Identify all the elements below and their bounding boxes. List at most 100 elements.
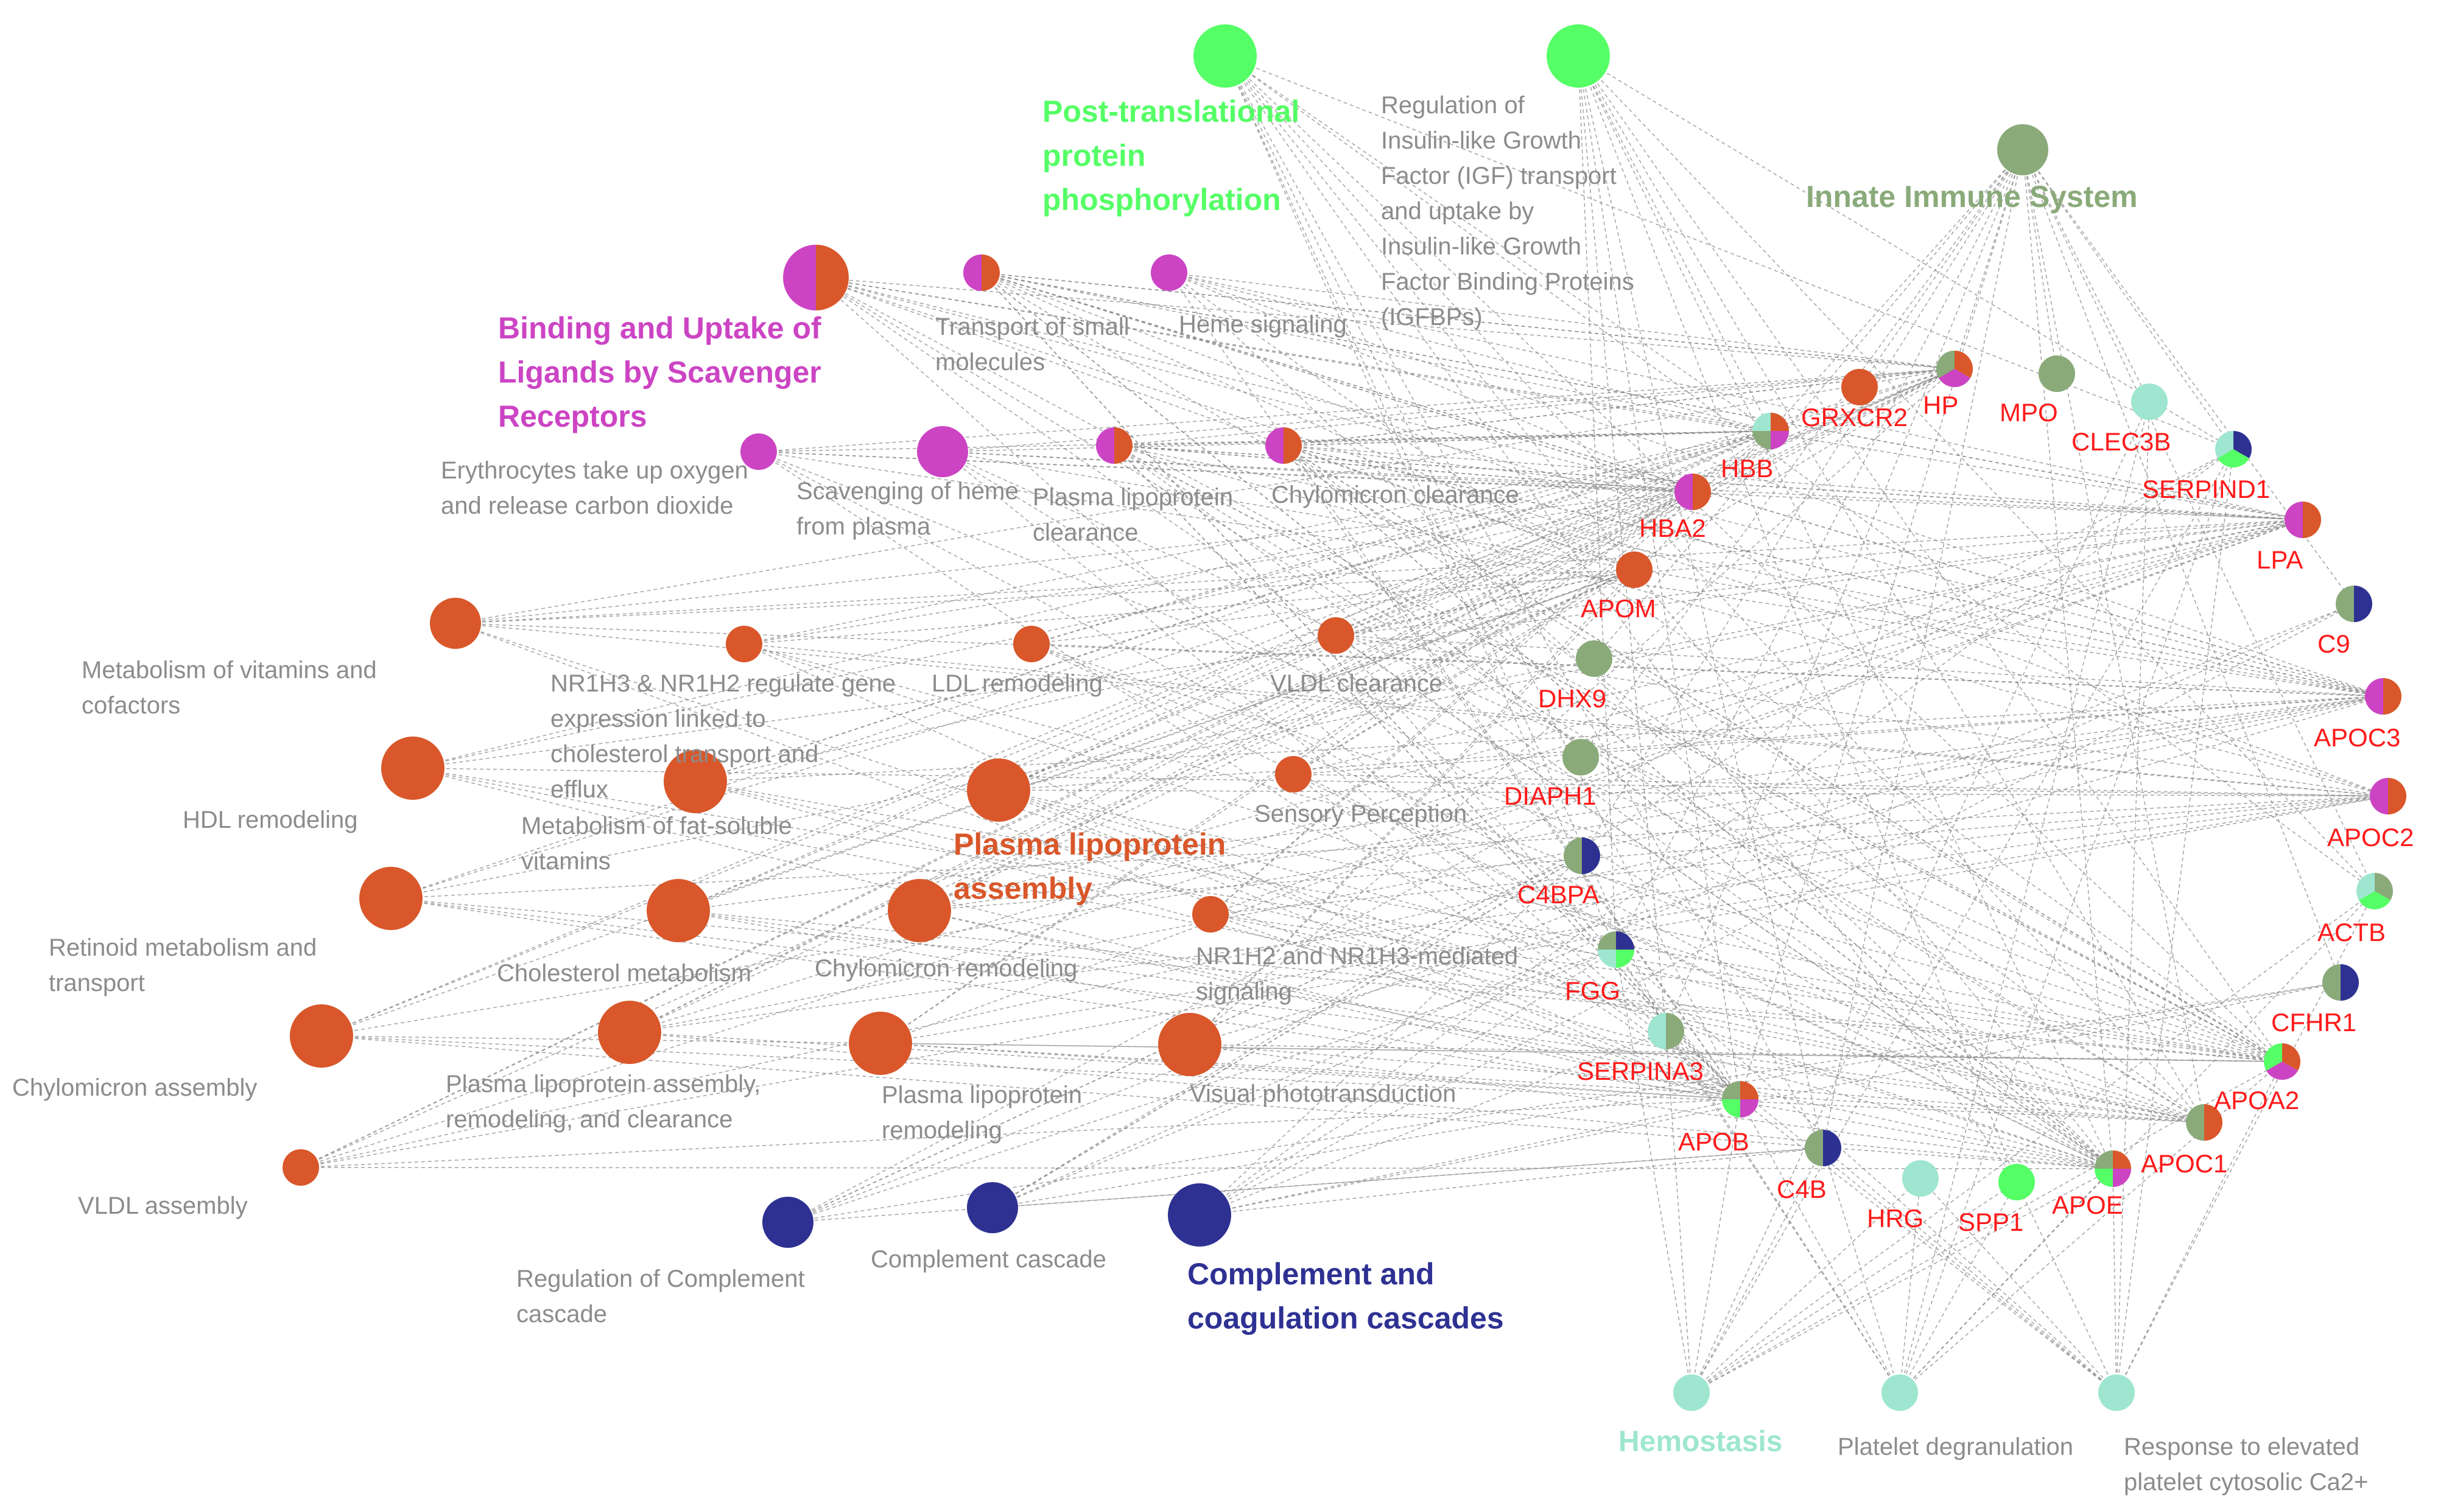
- gene-node-clec3b[interactable]: [2131, 383, 2168, 420]
- gene-node-apoc1[interactable]: [2186, 1104, 2222, 1141]
- pathway-node-transport-small[interactable]: [963, 254, 1000, 291]
- network-edge: [815, 277, 1771, 432]
- pathway-label-plp-arc: Plasma lipoprotein assembly,remodeling, …: [446, 1071, 761, 1133]
- gene-node-fgg[interactable]: [1598, 931, 1634, 968]
- network-edge: [1168, 272, 1693, 492]
- pathway-node-plp-remodeling[interactable]: [849, 1012, 912, 1075]
- gene-node-dhx9[interactable]: [1576, 640, 1612, 677]
- network-edge: [1199, 855, 1583, 1216]
- network-edge: [1031, 643, 2205, 1123]
- gene-node-c4b[interactable]: [1805, 1130, 1841, 1166]
- network-edge: [1665, 1031, 2117, 1393]
- gene-node-c4bpa-slice: [1582, 838, 1600, 874]
- gene-node-c9[interactable]: [2336, 586, 2372, 622]
- gene-node-lpa[interactable]: [2285, 502, 2321, 538]
- pathway-node-sensory[interactable]: [1275, 756, 1312, 793]
- pathway-node-plp-clearance[interactable]: [1096, 427, 1133, 464]
- pathway-node-erythrocytes[interactable]: [740, 433, 777, 470]
- gene-node-diaph1-fill: [1562, 739, 1599, 775]
- pathway-label-heme-signaling: Heme signaling: [1179, 311, 1347, 338]
- gene-node-actb[interactable]: [2356, 873, 2394, 909]
- pathway-node-reg-complement[interactable]: [762, 1197, 813, 1248]
- pathway-node-metab-vitamins[interactable]: [430, 598, 481, 649]
- gene-node-grxcr2[interactable]: [1841, 369, 1878, 405]
- pathway-node-visual[interactable]: [1158, 1013, 1221, 1076]
- network-edge: [981, 272, 1955, 369]
- gene-node-spp1[interactable]: [1998, 1164, 2035, 1200]
- network-edge: [942, 451, 2283, 1062]
- network-edge: [992, 1147, 1824, 1208]
- pathway-node-cholesterol[interactable]: [647, 879, 710, 942]
- gene-node-hba2[interactable]: [1674, 474, 1711, 510]
- gene-node-mpo[interactable]: [2039, 355, 2075, 392]
- pathway-node-platelet-degran[interactable]: [1881, 1374, 1918, 1411]
- gene-label-cfhr1: CFHR1: [2271, 1008, 2356, 1037]
- pathway-node-nr1h3-nr1h2[interactable]: [726, 626, 762, 662]
- pathway-node-vldl-assembly[interactable]: [283, 1149, 319, 1186]
- group-node-compcoag[interactable]: [1168, 1183, 1231, 1247]
- gene-label-fgg: FGG: [1565, 976, 1620, 1005]
- gene-node-hbb[interactable]: [1752, 413, 1789, 449]
- gene-node-hp[interactable]: [1936, 351, 1973, 387]
- network-edge: [1335, 635, 2384, 697]
- network-edge: [2116, 401, 2150, 1393]
- network-edge: [815, 277, 2389, 797]
- group-node-hemo-hub-fill: [1673, 1374, 1710, 1411]
- network-edge: [1189, 569, 1635, 1045]
- gene-node-apob[interactable]: [1722, 1081, 1758, 1118]
- network-edge: [787, 449, 2234, 1223]
- pathway-node-hdl-remodeling[interactable]: [381, 737, 444, 800]
- pathway-node-chylo-remodeling-fill: [888, 879, 951, 942]
- gene-node-cfhr1[interactable]: [2322, 964, 2359, 1001]
- gene-node-c4bpa[interactable]: [1564, 838, 1600, 874]
- network-edge: [1031, 569, 1635, 645]
- pathway-node-metab-fat-soluble[interactable]: [664, 750, 727, 813]
- pathway-node-vldl-clearance[interactable]: [1318, 617, 1354, 654]
- gene-node-apoa2[interactable]: [2264, 1043, 2300, 1080]
- pathway-node-chylo-remodeling[interactable]: [888, 879, 951, 942]
- gene-node-serpind1[interactable]: [2215, 431, 2252, 467]
- pathway-node-ldl-remodeling[interactable]: [1013, 626, 1050, 662]
- network-edge: [629, 491, 1693, 1033]
- gene-node-apoc3[interactable]: [2365, 678, 2401, 715]
- gene-label-c9: C9: [2317, 629, 2350, 658]
- pathway-node-scavenging-heme[interactable]: [917, 426, 968, 477]
- network-edge: [1691, 1178, 1921, 1393]
- pathway-label-hdl-remodeling: HDL remodeling: [183, 807, 358, 833]
- pathway-node-retinoid[interactable]: [359, 867, 423, 930]
- network-edge: [1224, 55, 2205, 1123]
- gene-node-apoe-slice: [2095, 1169, 2113, 1187]
- network-edge: [390, 796, 2389, 899]
- network-edge: [1168, 272, 1741, 1100]
- pathway-node-complement-cascade[interactable]: [967, 1182, 1018, 1233]
- network-edge: [321, 1035, 2283, 1062]
- gene-node-diaph1[interactable]: [1562, 739, 1599, 775]
- network-edge: [1691, 1168, 2113, 1393]
- pathway-node-heme-signaling[interactable]: [1151, 254, 1187, 291]
- pathway-node-nr1h2-signaling[interactable]: [1192, 896, 1229, 933]
- gene-label-grxcr2: GRXCR2: [1801, 403, 1908, 432]
- group-node-scav-hub[interactable]: [783, 245, 849, 310]
- group-node-igf-hub[interactable]: [1547, 24, 1610, 88]
- group-node-plp-asm[interactable]: [967, 758, 1030, 822]
- network-edge: [1283, 445, 2205, 1123]
- group-node-hemo-hub[interactable]: [1673, 1374, 1710, 1411]
- pathway-node-ldl-remodeling-fill: [1013, 626, 1050, 662]
- network-edge: [942, 451, 2384, 697]
- gene-node-actb-slice: [2375, 873, 2394, 900]
- network-edge: [1189, 368, 1955, 1045]
- gene-node-apom[interactable]: [1616, 551, 1653, 588]
- group-node-ptm-hub[interactable]: [1193, 24, 1257, 88]
- gene-node-apoc2[interactable]: [2370, 778, 2406, 814]
- gene-node-serpina3[interactable]: [1648, 1013, 1684, 1049]
- pathway-node-chylo-assembly[interactable]: [290, 1004, 353, 1068]
- pathway-node-platelet-ca[interactable]: [2098, 1374, 2135, 1411]
- pathway-node-plp-arc[interactable]: [598, 1001, 661, 1064]
- gene-node-apoe[interactable]: [2095, 1150, 2131, 1187]
- gene-node-hrg[interactable]: [1902, 1160, 1939, 1197]
- network-edge: [412, 768, 2205, 1123]
- network-edge: [1283, 445, 2113, 1169]
- pathway-node-chylo-clearance[interactable]: [1265, 427, 1302, 464]
- group-node-immune-hub[interactable]: [1997, 124, 2048, 175]
